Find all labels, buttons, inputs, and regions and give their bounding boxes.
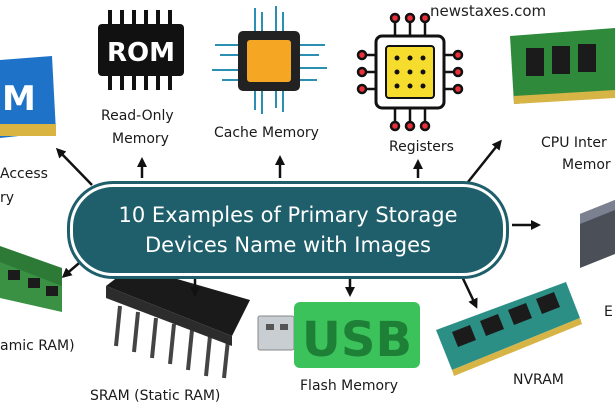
sram-chip-icon — [106, 266, 250, 379]
usb-icon — [257, 302, 420, 368]
sram-label: SRAM (Static RAM) — [90, 388, 221, 404]
registers-label: Registers — [389, 139, 454, 155]
eprom-device-icon — [580, 200, 615, 268]
rom-chip-icon — [98, 10, 184, 90]
connector-arrows — [55, 139, 541, 309]
rom-label-line2: Memory — [112, 131, 169, 147]
eprom-label: E — [604, 304, 613, 320]
dram-modules-icon — [0, 246, 62, 312]
rom-chip-text: ROM — [107, 38, 175, 68]
dram-label: amic RAM) — [0, 338, 75, 354]
ram-label-line2: ry — [0, 190, 15, 206]
cpu-internal-label-line2: Memor — [562, 157, 611, 173]
ram-chip-text: M — [2, 79, 36, 119]
nvram-label: NVRAM — [513, 372, 564, 388]
register-chip-icon — [356, 12, 464, 132]
flash-label: Flash Memory — [300, 378, 399, 394]
cache-chip-icon — [212, 6, 327, 114]
cache-label: Cache Memory — [214, 125, 319, 141]
usb-text: USB — [302, 312, 412, 368]
watermark: newstaxes.com — [430, 2, 547, 20]
center-title-line2: Devices Name with Images — [144, 233, 431, 257]
cpu-memory-module-icon — [510, 28, 615, 104]
ram-label-line1: Access — [0, 166, 48, 182]
cpu-internal-label-line1: CPU Inter — [541, 135, 607, 151]
rom-label-line1: Read-Only — [101, 108, 174, 124]
center-title-line1: 10 Examples of Primary Storage — [118, 203, 458, 227]
nvram-module-icon — [436, 282, 582, 376]
center-title: 10 Examples of Primary Storage Devices N… — [70, 184, 506, 276]
ram-stick-icon — [0, 56, 56, 138]
